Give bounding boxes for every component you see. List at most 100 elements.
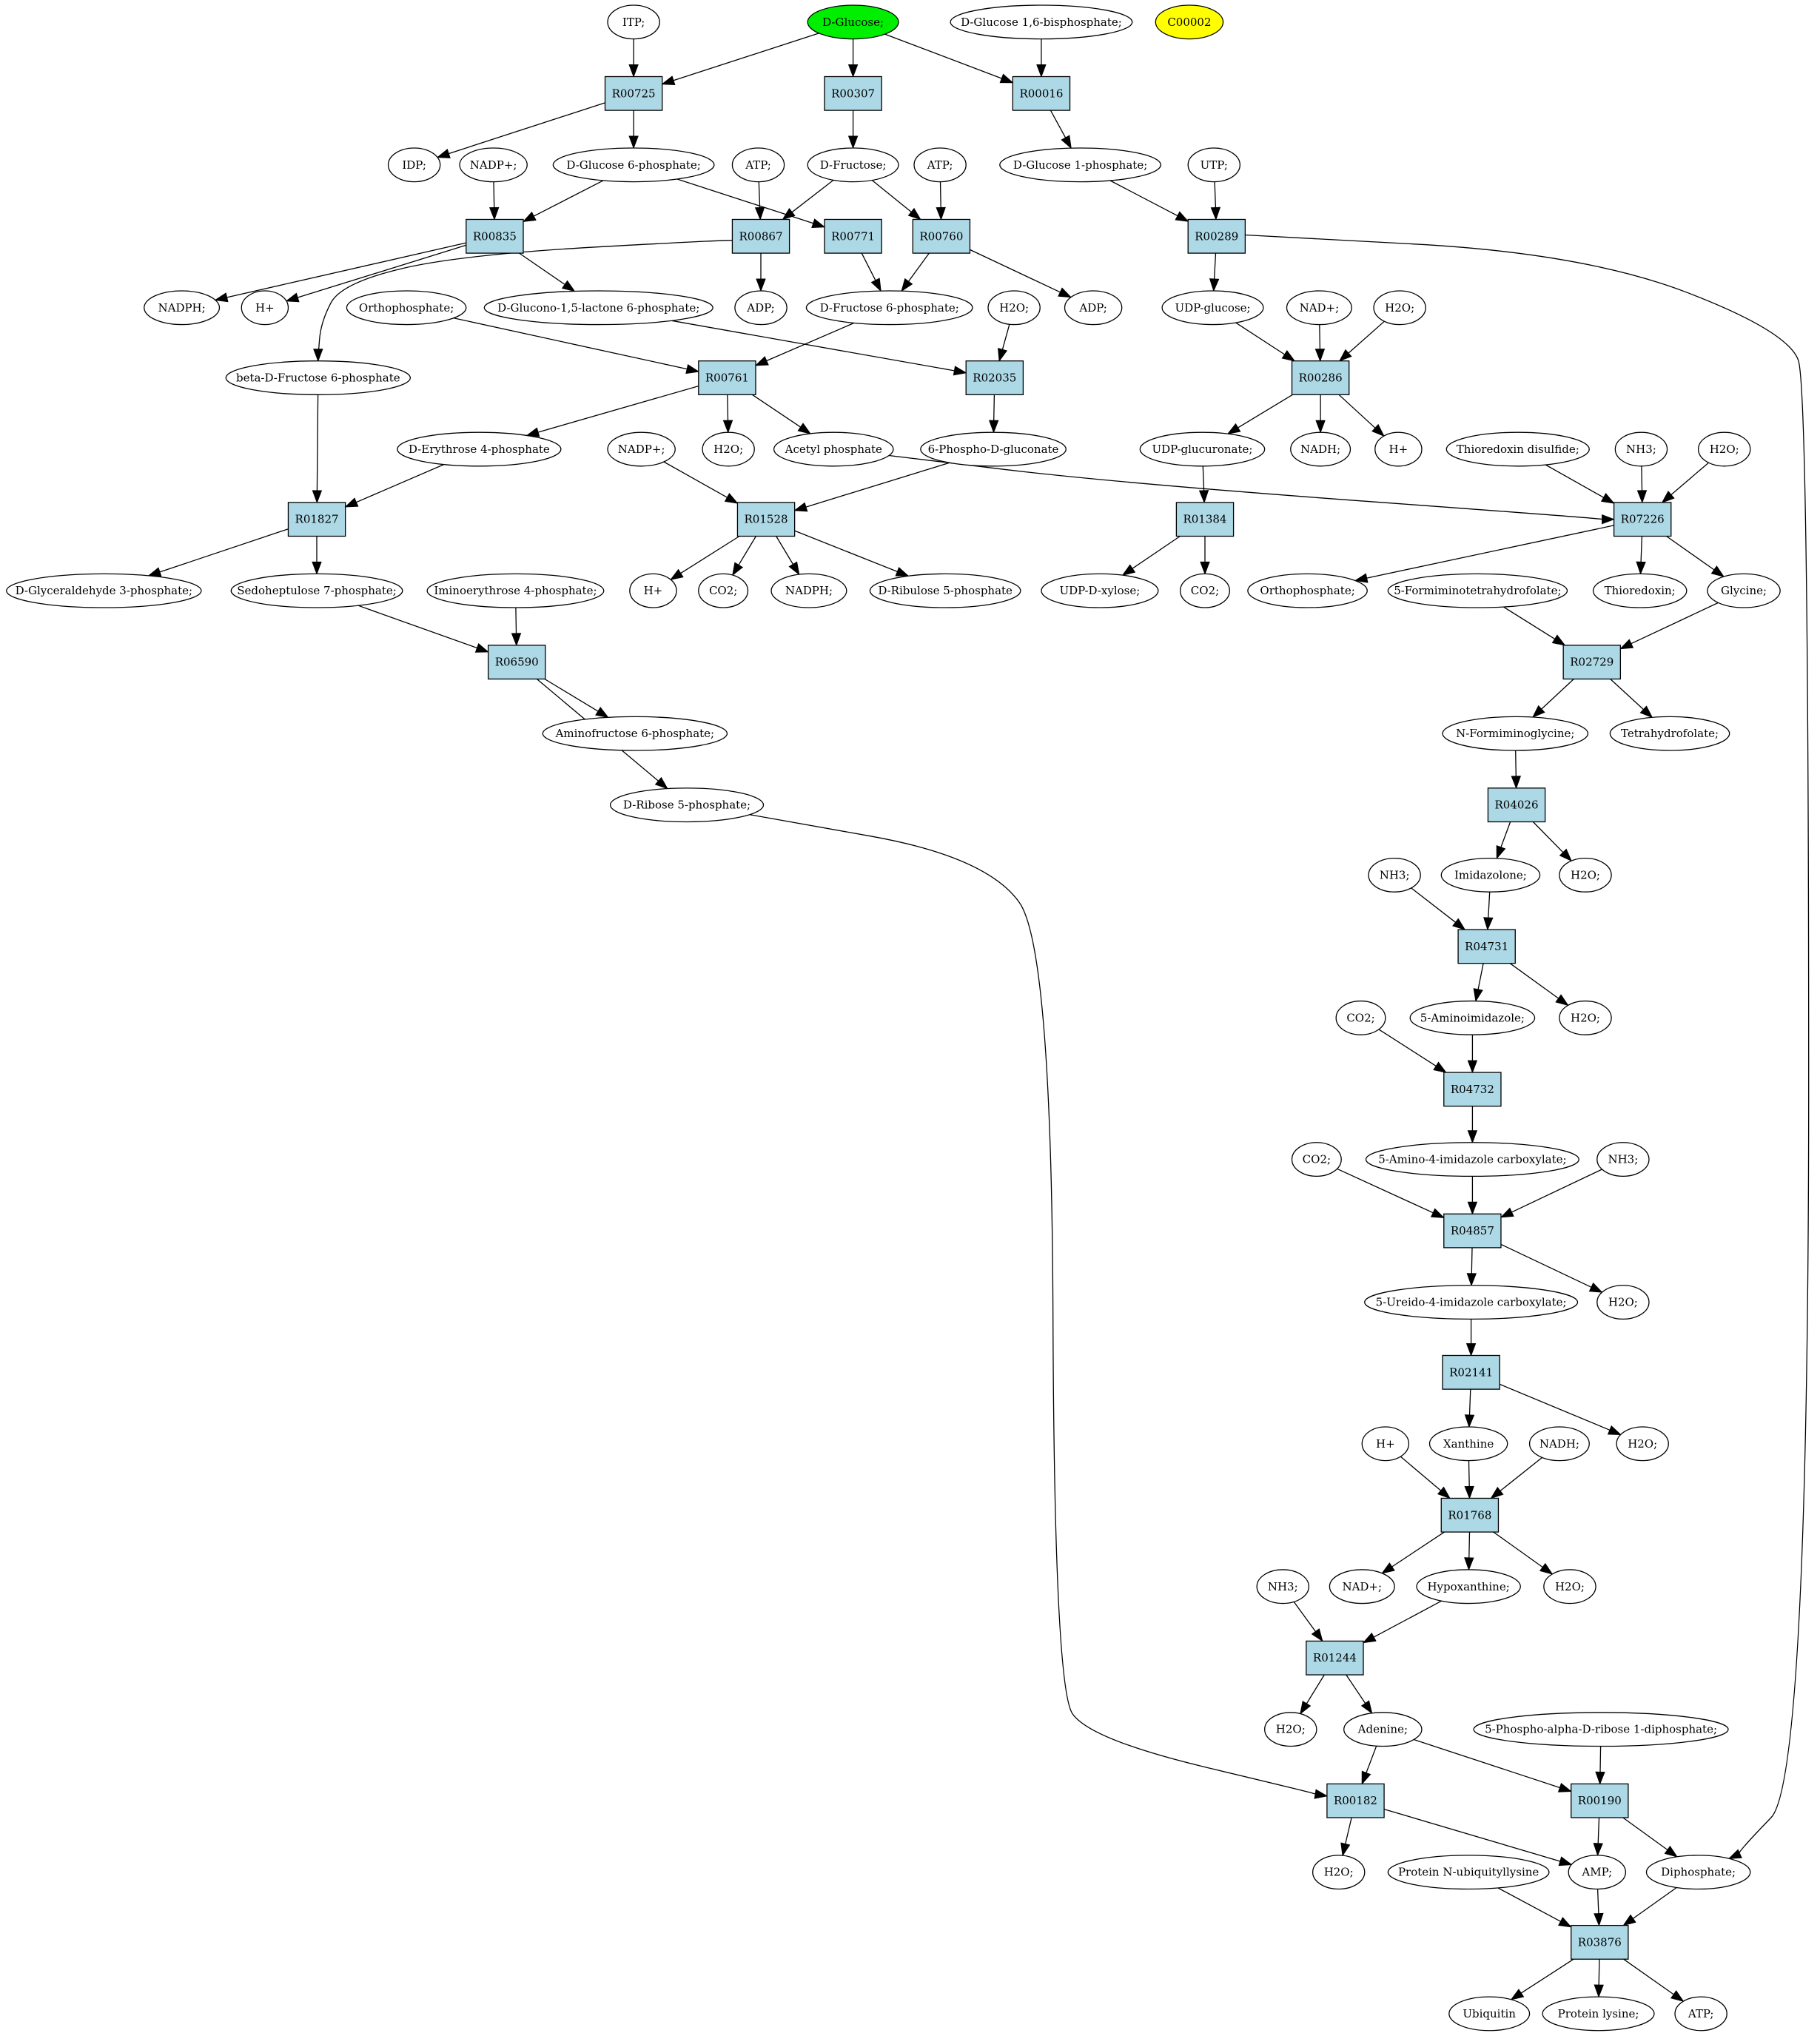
reaction-node-R00835[interactable]: R00835 xyxy=(466,218,524,254)
compound-node-nadh_2[interactable]: NADH; xyxy=(1528,1426,1590,1462)
compound-node-nh3_3[interactable]: NH3; xyxy=(1596,1142,1650,1177)
compound-node-co2_1[interactable]: CO2; xyxy=(698,573,749,608)
compound-node-h2o_6[interactable]: H2O; xyxy=(1559,1000,1612,1035)
compound-node-prpp[interactable]: 5-Phospho-alpha-D-ribose 1-diphosphate; xyxy=(1473,1712,1729,1747)
compound-node-idp[interactable]: IDP; xyxy=(387,147,441,183)
reaction-node-R00286[interactable]: R00286 xyxy=(1291,360,1350,395)
compound-node-ubiquitin[interactable]: Ubiquitin xyxy=(1448,1996,1531,2032)
compound-node-nh3_2[interactable]: NH3; xyxy=(1368,857,1421,893)
compound-node-nadh_1[interactable]: NADH; xyxy=(1290,431,1351,467)
compound-node-atp_3[interactable]: ATP; xyxy=(1674,1996,1727,2032)
compound-node-nad_2[interactable]: NAD+; xyxy=(1329,1569,1395,1604)
reaction-node-R01528[interactable]: R01528 xyxy=(736,502,796,537)
reaction-node-R00016[interactable]: R00016 xyxy=(1012,75,1071,111)
compound-node-adp_2[interactable]: ADP; xyxy=(1064,290,1123,326)
compound-node-h2o_4[interactable]: H2O; xyxy=(1697,431,1751,467)
compound-node-co2_4[interactable]: CO2; xyxy=(1291,1142,1342,1177)
compound-node-adp_1[interactable]: ADP; xyxy=(734,290,788,326)
compound-node-adenine[interactable]: Adenine; xyxy=(1343,1712,1423,1747)
compound-node-hplus_3[interactable]: H+ xyxy=(629,573,677,608)
compound-node-imidazolone[interactable]: Imidazolone; xyxy=(1440,857,1541,893)
compound-node-c00002[interactable]: C00002 xyxy=(1155,4,1224,40)
reaction-node-R00760[interactable]: R00760 xyxy=(912,218,971,254)
reaction-node-R04731[interactable]: R04731 xyxy=(1457,929,1516,964)
compound-node-glycine[interactable]: Glycine; xyxy=(1707,573,1781,608)
reaction-node-R01827[interactable]: R01827 xyxy=(287,502,346,537)
reaction-node-R07226[interactable]: R07226 xyxy=(1613,502,1672,537)
compound-node-co2_2[interactable]: CO2; xyxy=(1180,573,1230,608)
compound-node-g6p[interactable]: D-Glucose 6-phosphate; xyxy=(552,147,715,183)
reaction-node-R04857[interactable]: R04857 xyxy=(1443,1213,1502,1249)
compound-node-h2o_11[interactable]: H2O; xyxy=(1312,1855,1366,1890)
compound-node-xanthine[interactable]: Xanthine xyxy=(1428,1426,1508,1462)
compound-node-protein_lysine[interactable]: Protein lysine; xyxy=(1542,1996,1655,2032)
compound-node-hypoxanthine[interactable]: Hypoxanthine; xyxy=(1416,1569,1521,1604)
compound-node-h2o_2[interactable]: H2O; xyxy=(1373,290,1426,326)
compound-node-h2o_3[interactable]: H2O; xyxy=(702,431,755,467)
reaction-node-R04026[interactable]: R04026 xyxy=(1487,787,1546,823)
reaction-node-R00289[interactable]: R00289 xyxy=(1187,218,1246,254)
compound-node-co2_3[interactable]: CO2; xyxy=(1335,1000,1386,1035)
compound-node-f6p[interactable]: D-Fructose 6-phosphate; xyxy=(805,290,973,326)
compound-node-iminoerythrose4p[interactable]: Iminoerythrose 4-phosphate; xyxy=(426,573,605,608)
compound-node-thioredoxin_disulfide[interactable]: Thioredoxin disulfide; xyxy=(1445,431,1590,467)
compound-node-h2o_10[interactable]: H2O; xyxy=(1264,1712,1317,1747)
reaction-node-R01768[interactable]: R01768 xyxy=(1440,1497,1500,1533)
compound-node-atp_1[interactable]: ATP; xyxy=(731,147,785,183)
reaction-node-R02141[interactable]: R02141 xyxy=(1442,1354,1500,1390)
compound-node-diphosphate[interactable]: Diphosphate; xyxy=(1645,1855,1751,1890)
compound-node-nadph_2[interactable]: NADPH; xyxy=(770,573,847,608)
compound-node-nadp_1[interactable]: NADP+; xyxy=(459,147,528,183)
reaction-node-R00725[interactable]: R00725 xyxy=(604,75,663,111)
compound-node-h2o_7[interactable]: H2O; xyxy=(1596,1285,1650,1320)
reaction-node-R02729[interactable]: R02729 xyxy=(1562,645,1622,680)
compound-node-glyceraldehyde3p[interactable]: D-Glyceraldehyde 3-phosphate; xyxy=(6,573,202,608)
compound-node-tetrahydrofolate[interactable]: Tetrahydrofolate; xyxy=(1609,716,1730,751)
compound-node-udp_glucuronate[interactable]: UDP-glucuronate; xyxy=(1139,431,1266,467)
reaction-node-R03876[interactable]: R03876 xyxy=(1571,1924,1629,1960)
reaction-node-R00761[interactable]: R00761 xyxy=(698,360,756,395)
compound-node-orthophosphate_1[interactable]: Orthophosphate; xyxy=(346,290,467,326)
compound-node-d_glucose[interactable]: D-Glucose; xyxy=(807,4,899,40)
compound-node-h2o_8[interactable]: H2O; xyxy=(1616,1426,1669,1462)
compound-node-itp[interactable]: ITP; xyxy=(607,4,660,40)
compound-node-atp_2[interactable]: ATP; xyxy=(913,147,967,183)
reaction-node-R00182[interactable]: R00182 xyxy=(1326,1783,1385,1818)
compound-node-udp_xylose[interactable]: UDP-D-xylose; xyxy=(1041,573,1159,608)
reaction-node-R01244[interactable]: R01244 xyxy=(1306,1640,1364,1676)
compound-node-nadp_2[interactable]: NADP+; xyxy=(607,431,676,467)
reaction-node-R02035[interactable]: R02035 xyxy=(965,360,1024,395)
compound-node-erythrose4p[interactable]: D-Erythrose 4-phosphate xyxy=(397,431,562,467)
compound-node-beta_f6p[interactable]: beta-D-Fructose 6-phosphate xyxy=(225,360,412,395)
reaction-node-R04732[interactable]: R04732 xyxy=(1443,1072,1502,1107)
compound-node-h2o_9[interactable]: H2O; xyxy=(1543,1569,1596,1604)
compound-node-formiminothf[interactable]: 5-Formiminotetrahydrofolate; xyxy=(1387,573,1568,608)
compound-node-amino_imidazole_carboxylate[interactable]: 5-Amino-4-imidazole carboxylate; xyxy=(1365,1142,1579,1177)
compound-node-nad_1[interactable]: NAD+; xyxy=(1286,290,1352,326)
compound-node-hplus_1[interactable]: H+ xyxy=(241,290,289,326)
compound-node-ureido_imidazole_carboxylate[interactable]: 5-Ureido-4-imidazole carboxylate; xyxy=(1364,1285,1579,1320)
compound-node-sedoheptulose7p[interactable]: Sedoheptulose 7-phosphate; xyxy=(230,573,403,608)
compound-node-ribose5p[interactable]: D-Ribose 5-phosphate; xyxy=(609,787,765,823)
compound-node-hplus_2[interactable]: H+ xyxy=(1374,431,1423,467)
compound-node-d_glucose_16bp[interactable]: D-Glucose 1,6-bisphosphate; xyxy=(950,4,1133,40)
compound-node-aminoimidazole[interactable]: 5-Aminoimidazole; xyxy=(1409,1000,1536,1035)
compound-node-d_fructose[interactable]: D-Fructose; xyxy=(807,147,899,183)
compound-node-nh3_4[interactable]: NH3; xyxy=(1256,1569,1309,1604)
compound-node-ribulose5p[interactable]: D-Ribulose 5-phosphate xyxy=(869,573,1021,608)
compound-node-g1p[interactable]: D-Glucose 1-phosphate; xyxy=(999,147,1161,183)
compound-node-n_formiminoglycine[interactable]: N-Formiminoglycine; xyxy=(1442,716,1589,751)
compound-node-nh3_1[interactable]: NH3; xyxy=(1614,431,1668,467)
compound-node-hplus_4[interactable]: H+ xyxy=(1361,1426,1410,1462)
compound-node-udp_glucose[interactable]: UDP-glucose; xyxy=(1161,290,1264,326)
compound-node-nadph_1[interactable]: NADPH; xyxy=(144,290,221,326)
compound-node-amp[interactable]: AMP; xyxy=(1568,1855,1627,1890)
compound-node-utp[interactable]: UTP; xyxy=(1187,147,1241,183)
compound-node-glucono_lactone[interactable]: D-Glucono-1,5-lactone 6-phosphate; xyxy=(483,290,713,326)
compound-node-aminofructose6p[interactable]: Aminofructose 6-phosphate; xyxy=(542,716,728,751)
reaction-node-R00307[interactable]: R00307 xyxy=(824,75,882,111)
compound-node-thioredoxin[interactable]: Thioredoxin; xyxy=(1592,573,1688,608)
reaction-node-R06590[interactable]: R06590 xyxy=(487,645,546,680)
compound-node-acetyl_phosphate[interactable]: Acetyl phosphate xyxy=(773,431,894,467)
reaction-node-R00867[interactable]: R00867 xyxy=(731,218,790,254)
